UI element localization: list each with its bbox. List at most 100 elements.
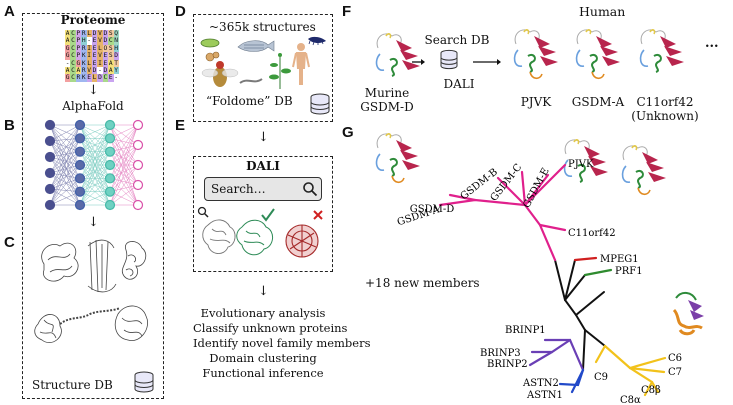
trunk-branch: [564, 274, 586, 301]
organisms-illustration: [200, 36, 326, 89]
search-placeholder: Search…: [211, 182, 266, 196]
residue: C: [102, 74, 109, 82]
alignment-row: GCPKIEVESD: [65, 52, 119, 60]
more-ellipsis: ...: [705, 36, 719, 51]
residue: E: [86, 74, 92, 82]
nn-edge: [109, 178, 139, 206]
check-icon: [261, 208, 275, 222]
search-db-label: Search DB: [424, 33, 490, 47]
residue: K: [81, 59, 87, 68]
residue: K: [81, 52, 87, 60]
residue: A: [108, 67, 114, 75]
nn-node: [132, 199, 144, 211]
residue: -: [97, 67, 103, 75]
residue: E: [102, 59, 109, 68]
dali-label: DALI: [443, 77, 475, 91]
nn-edge: [79, 151, 111, 206]
residue: E: [91, 59, 98, 68]
nn-node: [104, 173, 116, 184]
nn-edge: [49, 164, 81, 206]
residue: Q: [113, 30, 119, 38]
residue: I: [86, 44, 92, 53]
residue: E: [91, 44, 98, 53]
gasdermin-branch: [538, 223, 567, 232]
nn-edge: [49, 138, 81, 206]
residue: S: [108, 52, 114, 60]
nn-edge: [49, 138, 81, 174]
nn-node: [132, 139, 144, 151]
leaf-brinp1: BRINP1: [505, 325, 546, 336]
residue: I: [97, 59, 103, 68]
nn-node: [44, 183, 56, 195]
complement-branch: [643, 380, 654, 397]
gasdermin-branch: [523, 203, 557, 262]
panel-letter-a: A: [4, 3, 15, 20]
output-item: Functional inference: [202, 366, 324, 380]
leaf-astn1: ASTN1: [526, 390, 563, 401]
nn-edge: [109, 191, 139, 206]
database-icon: [440, 49, 458, 70]
foldome-box: [193, 14, 333, 122]
residue: E: [108, 74, 114, 82]
search-icon: [303, 182, 318, 197]
panel-letter-f: F: [342, 3, 352, 20]
nn-edge: [109, 164, 139, 192]
nn-node: [104, 186, 116, 197]
residue: P: [75, 44, 82, 53]
structure-db-title: Structure DB: [32, 378, 113, 392]
query-label-line2: GSDM-D: [360, 100, 414, 114]
residue: R: [81, 44, 87, 53]
arrow-down-icon: ↓: [88, 215, 99, 230]
alignment-row: ACPRLDVDSQ: [65, 30, 119, 38]
residue: D: [91, 30, 98, 38]
leaf-gsdm-e: GSDM-E: [521, 166, 551, 210]
residue: E: [91, 52, 98, 60]
nn-edge: [79, 124, 111, 152]
alphafold-title: AlphaFold: [62, 99, 124, 113]
search-field[interactable]: Search…: [204, 177, 322, 201]
trunk-branch: [584, 329, 606, 347]
residue: R: [75, 74, 82, 82]
nn-edge: [49, 124, 81, 174]
alignment-row: ACARVD-DAY: [65, 67, 119, 75]
protein-structures-illustration: [34, 239, 148, 343]
gasdermin-branch: [496, 176, 527, 207]
trunk-branch: [582, 329, 586, 371]
nn-edge: [109, 164, 139, 206]
nn-edge: [79, 124, 111, 192]
residue: G: [65, 52, 71, 60]
leaf-c11orf42: C11orf42: [568, 228, 616, 239]
residue: N: [113, 37, 119, 45]
panel-letter-d: D: [175, 3, 186, 20]
nn-node: [104, 133, 116, 144]
residue: V: [86, 67, 92, 75]
nn-node: [132, 159, 144, 171]
nn-edge: [79, 124, 111, 166]
nn-edge: [49, 156, 81, 166]
alignment-row: GCRKELDCE-: [65, 74, 119, 82]
nn-edge: [49, 156, 81, 179]
leaf-c7: C7: [668, 367, 682, 378]
panel-letter-c: C: [4, 234, 15, 251]
brinp-branch: [528, 350, 554, 367]
species-label: Human: [579, 4, 626, 19]
nn-edge: [109, 124, 139, 146]
nn-edge: [49, 164, 81, 190]
nn-node: [74, 173, 86, 184]
leaf-gsdm-d: GSDM-D: [410, 204, 455, 215]
residue: V: [97, 30, 103, 38]
nn-node: [132, 119, 144, 131]
residue: V: [97, 52, 103, 60]
nn-node: [74, 119, 86, 131]
residue: Y: [113, 67, 119, 75]
nn-edge: [79, 178, 111, 206]
residue: C: [70, 52, 76, 60]
residue: A: [65, 67, 71, 75]
database-icon: [310, 93, 330, 115]
nn-node: [74, 159, 86, 171]
gsdm-bottom-structure: [621, 144, 667, 196]
residue: C: [70, 44, 76, 53]
leaf-mpeg1: MPEG1: [600, 254, 639, 265]
